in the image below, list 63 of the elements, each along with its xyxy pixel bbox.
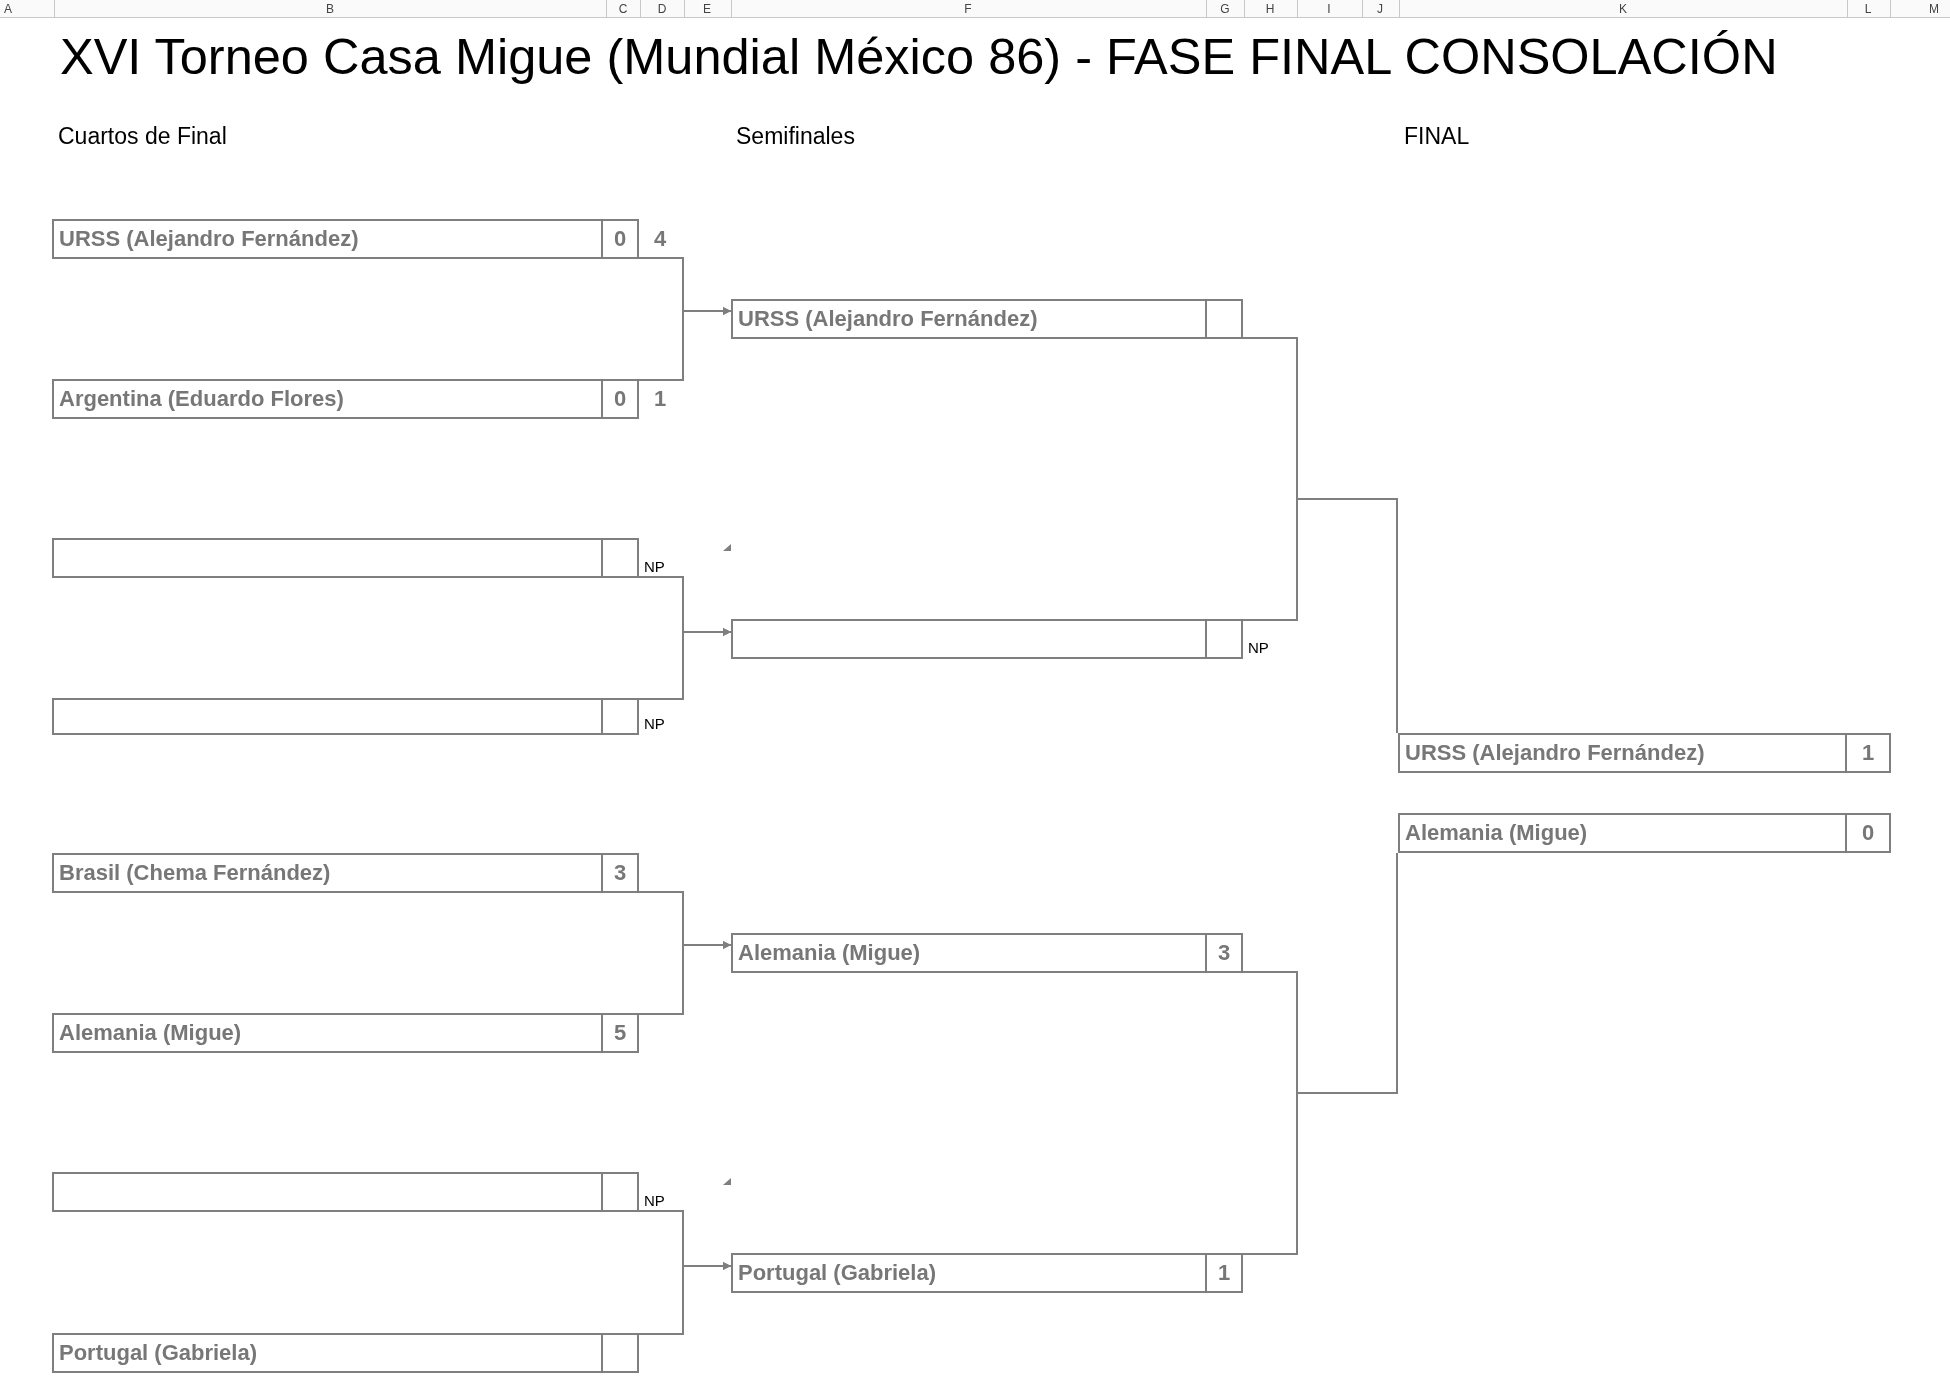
score-cell: 3: [1205, 935, 1241, 971]
team-name: Alemania (Migue): [738, 940, 921, 966]
column-letter: B: [326, 2, 334, 16]
extra-score: 4: [654, 226, 667, 252]
column-letter: J: [1377, 2, 1383, 16]
bracket-slot: [731, 933, 1243, 973]
bracket-slot: [52, 538, 639, 578]
column-letter: D: [657, 2, 667, 16]
column-letter: A: [4, 2, 12, 16]
bracket-line: [1296, 852, 1398, 1094]
column-letter: L: [1864, 2, 1872, 16]
bracket-slot: [731, 1253, 1243, 1293]
column-letter: M: [1929, 2, 1939, 16]
column-letter: G: [1220, 2, 1230, 16]
extra-score: 1: [654, 386, 667, 412]
bracket-slot: [731, 299, 1243, 339]
bracket-slot: [1398, 733, 1891, 773]
team-name: URSS (Alejandro Fernández): [59, 226, 359, 252]
score-cell: 0: [1845, 815, 1889, 851]
score-cell: 1: [1845, 735, 1889, 771]
team-name: URSS (Alejandro Fernández): [1405, 740, 1705, 766]
round-heading: Semifinales: [736, 123, 855, 151]
bracket-slot: [731, 619, 1243, 659]
score-cell: 1: [1205, 1255, 1241, 1291]
round-heading: FINAL: [1404, 123, 1470, 151]
bracket-slot: [52, 1333, 639, 1373]
status-note: NP: [644, 558, 665, 576]
status-note: NP: [644, 715, 665, 733]
team-name: URSS (Alejandro Fernández): [738, 306, 1038, 332]
bracket-line: [1242, 971, 1298, 1094]
column-letter: F: [964, 2, 972, 16]
bracket-slot: [52, 219, 639, 259]
team-name: Portugal (Gabriela): [59, 1340, 258, 1366]
score-cell: 3: [601, 855, 637, 891]
bracket-arrow: [638, 628, 732, 700]
bracket-slot: [52, 379, 639, 419]
bracket-slot: [52, 698, 639, 735]
score-cell: 5: [601, 1015, 637, 1051]
bracket-slot: [52, 1172, 639, 1212]
status-note: NP: [644, 1192, 665, 1210]
team-name: Portugal (Gabriela): [738, 1260, 937, 1286]
column-letter: H: [1265, 2, 1275, 16]
bracket-arrow: [638, 941, 732, 1015]
team-name: Brasil (Chema Fernández): [59, 860, 331, 886]
bracket-arrow: [638, 1262, 732, 1335]
column-letter: E: [703, 2, 711, 16]
score-cell: 0: [601, 381, 637, 417]
column-letter: I: [1327, 2, 1331, 16]
bracket-slot: [1398, 813, 1891, 853]
title: XVI Torneo Casa Migue (Mundial México 86) - FASE FINAL CONSOLACIÓN: [60, 28, 1778, 87]
round-heading: Cuartos de Final: [58, 123, 227, 151]
score-cell: 0: [601, 221, 637, 257]
bracket-arrow: [638, 307, 732, 381]
team-name: Argentina (Eduardo Flores): [59, 386, 344, 412]
status-note: NP: [1248, 639, 1269, 657]
team-name: Alemania (Migue): [59, 1020, 242, 1046]
column-letter: C: [618, 2, 628, 16]
bracket-slot: [52, 853, 639, 893]
bracket-line: [1242, 1092, 1298, 1255]
bracket-slot: [52, 1013, 639, 1053]
column-letter: K: [1619, 2, 1627, 16]
bracket-line: [1242, 498, 1298, 621]
team-name: Alemania (Migue): [1405, 820, 1588, 846]
